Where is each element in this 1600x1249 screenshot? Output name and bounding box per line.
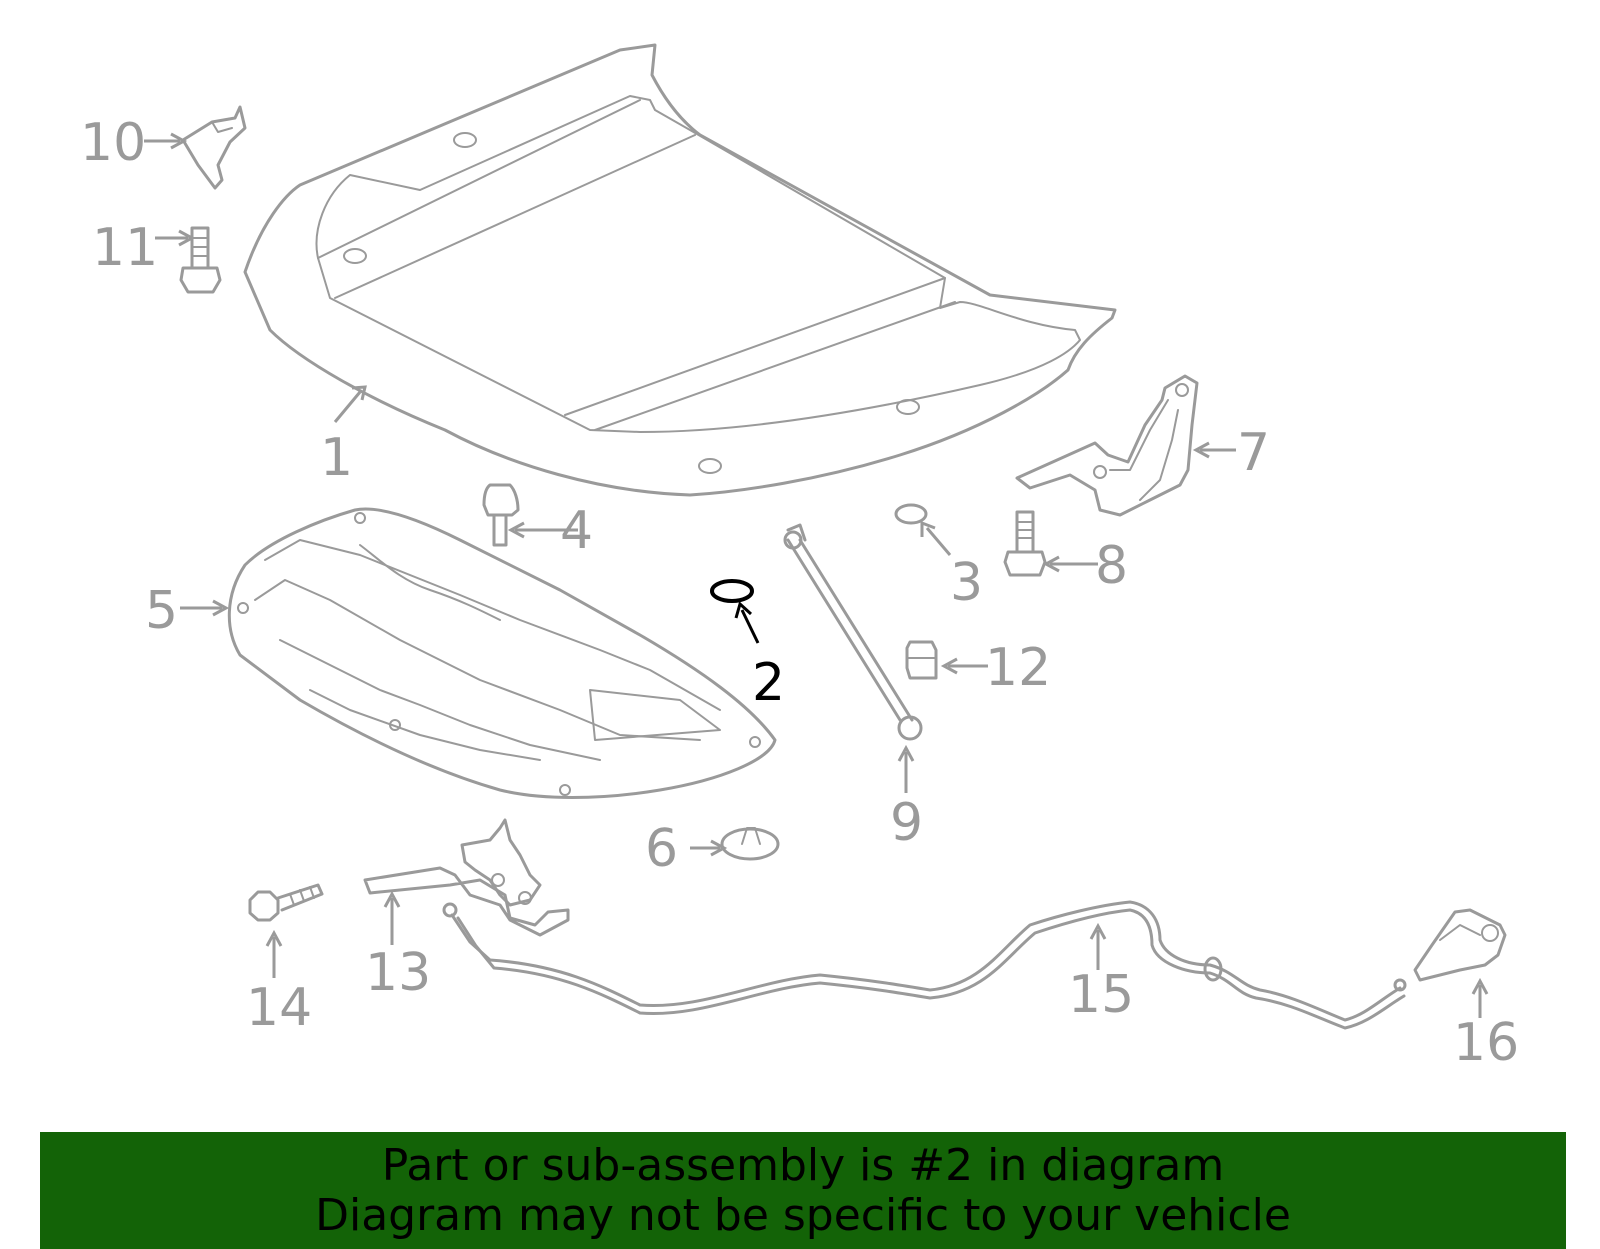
callout-numbers: 1 2 3 4 5 6 7 8 9 10 11 12 13 14 15 16 — [80, 113, 1519, 1073]
callout-7: 7 — [1237, 423, 1270, 483]
lock-bolt — [248, 883, 324, 922]
callout-14: 14 — [246, 978, 312, 1038]
arrow-2 — [740, 609, 760, 644]
hood-insulator — [227, 507, 777, 799]
bracket — [181, 105, 247, 190]
arrow-1 — [333, 391, 362, 423]
seal-ring — [894, 503, 928, 525]
banner-line-disclaimer: Diagram may not be specific to your vehi… — [315, 1189, 1291, 1241]
hood-hinge — [1015, 374, 1199, 517]
hood-bumper — [482, 483, 520, 547]
callout-16: 16 — [1453, 1013, 1519, 1073]
callout-arrows — [144, 132, 1489, 1018]
hood-panel — [243, 43, 1117, 497]
seal-ring-highlighted — [710, 579, 754, 603]
info-banner: Part or sub-assembly is #2 in diagram Di… — [40, 1132, 1566, 1249]
hole-plug — [720, 827, 780, 861]
callout-4: 4 — [560, 501, 593, 561]
retainer-clip — [905, 640, 938, 680]
callout-15: 15 — [1068, 965, 1134, 1025]
callout-9: 9 — [890, 793, 923, 853]
callout-8: 8 — [1095, 536, 1128, 596]
callout-5: 5 — [145, 581, 178, 641]
banner-line-part-number: Part or sub-assembly is #2 in diagram — [381, 1139, 1225, 1191]
hood-support-rod — [783, 523, 923, 741]
arrow-3 — [925, 527, 952, 556]
callout-2: 2 — [752, 653, 785, 713]
callout-10: 10 — [80, 113, 146, 173]
callout-12: 12 — [985, 638, 1051, 698]
bracket-bolt — [179, 226, 222, 294]
callout-11: 11 — [92, 218, 158, 278]
release-cable — [442, 900, 1407, 1030]
callout-1: 1 — [320, 428, 353, 488]
callout-13: 13 — [365, 943, 431, 1003]
hood-lock — [363, 818, 570, 937]
release-lever — [1413, 908, 1507, 982]
hinge-bolt — [1003, 510, 1047, 577]
callout-6: 6 — [645, 819, 678, 879]
callout-3: 3 — [950, 553, 983, 613]
